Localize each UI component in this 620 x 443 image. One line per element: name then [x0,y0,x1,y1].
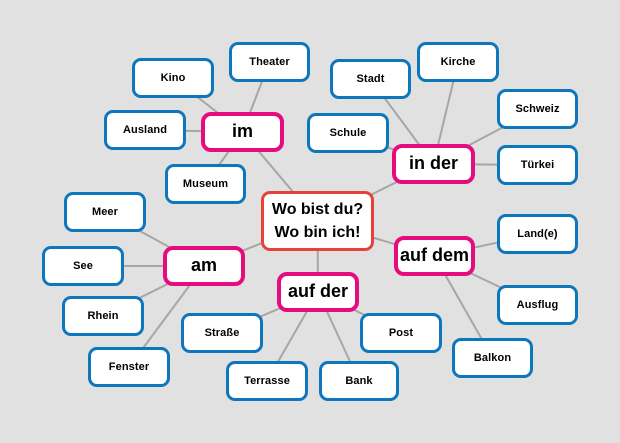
node-kirche[interactable]: Kirche [417,42,499,82]
node-label: Fenster [108,360,150,373]
hub-in-der[interactable]: in der [392,144,475,184]
node-bank[interactable]: Bank [319,361,399,401]
node-kino[interactable]: Kino [132,58,214,98]
node-label: Terrasse [244,374,290,387]
node-label: Stadt [356,72,385,85]
node-lande[interactable]: Land(e) [497,214,578,254]
node-label: Meer [91,205,119,218]
node-see[interactable]: See [42,246,124,286]
node-schule[interactable]: Schule [307,113,389,153]
node-label: Post [388,326,414,339]
node-label: Theater [249,55,290,68]
node-label: Türkei [520,158,555,171]
node-label: Kirche [440,55,476,68]
node-ausland[interactable]: Ausland [104,110,186,150]
node-schweiz[interactable]: Schweiz [497,89,578,129]
node-label: Land(e) [517,227,558,240]
center-line-1: Wo bist du? [271,200,364,218]
hub-auf-der[interactable]: auf der [277,272,359,312]
hub-label: am [190,255,217,276]
node-fenster[interactable]: Fenster [88,347,170,387]
hub-auf-dem[interactable]: auf dem [394,236,475,276]
node-tuerkei[interactable]: Türkei [497,145,578,185]
node-ausflug[interactable]: Ausflug [497,285,578,325]
center-line-2: Wo bin ich! [274,224,361,241]
node-rhein[interactable]: Rhein [62,296,144,336]
node-label: Rhein [87,309,119,322]
hub-im[interactable]: im [201,112,284,152]
node-strasse[interactable]: Straße [181,313,263,353]
node-label: See [73,259,93,272]
node-label: Kino [160,71,186,84]
node-label: Museum [182,177,229,190]
node-terrasse[interactable]: Terrasse [226,361,308,401]
node-label: Balkon [473,351,512,364]
hub-label: auf der [287,281,348,302]
node-theater[interactable]: Theater [229,42,310,82]
node-museum[interactable]: Museum [165,164,246,204]
node-post[interactable]: Post [360,313,442,353]
node-meer[interactable]: Meer [64,192,146,232]
node-label: Ausflug [516,298,559,311]
node-label: Schweiz [515,102,560,115]
node-label: Bank [345,374,373,387]
center-node[interactable]: Wo bist du? Wo bin ich! [261,191,374,251]
node-balkon[interactable]: Balkon [452,338,533,378]
node-stadt[interactable]: Stadt [330,59,411,99]
hub-label: auf dem [399,245,469,266]
hub-am[interactable]: am [163,246,245,286]
hub-label: in der [408,153,458,174]
node-label: Ausland [122,123,168,136]
node-label: Schule [329,126,367,139]
node-label: Straße [204,326,240,339]
hub-label: im [231,121,253,142]
